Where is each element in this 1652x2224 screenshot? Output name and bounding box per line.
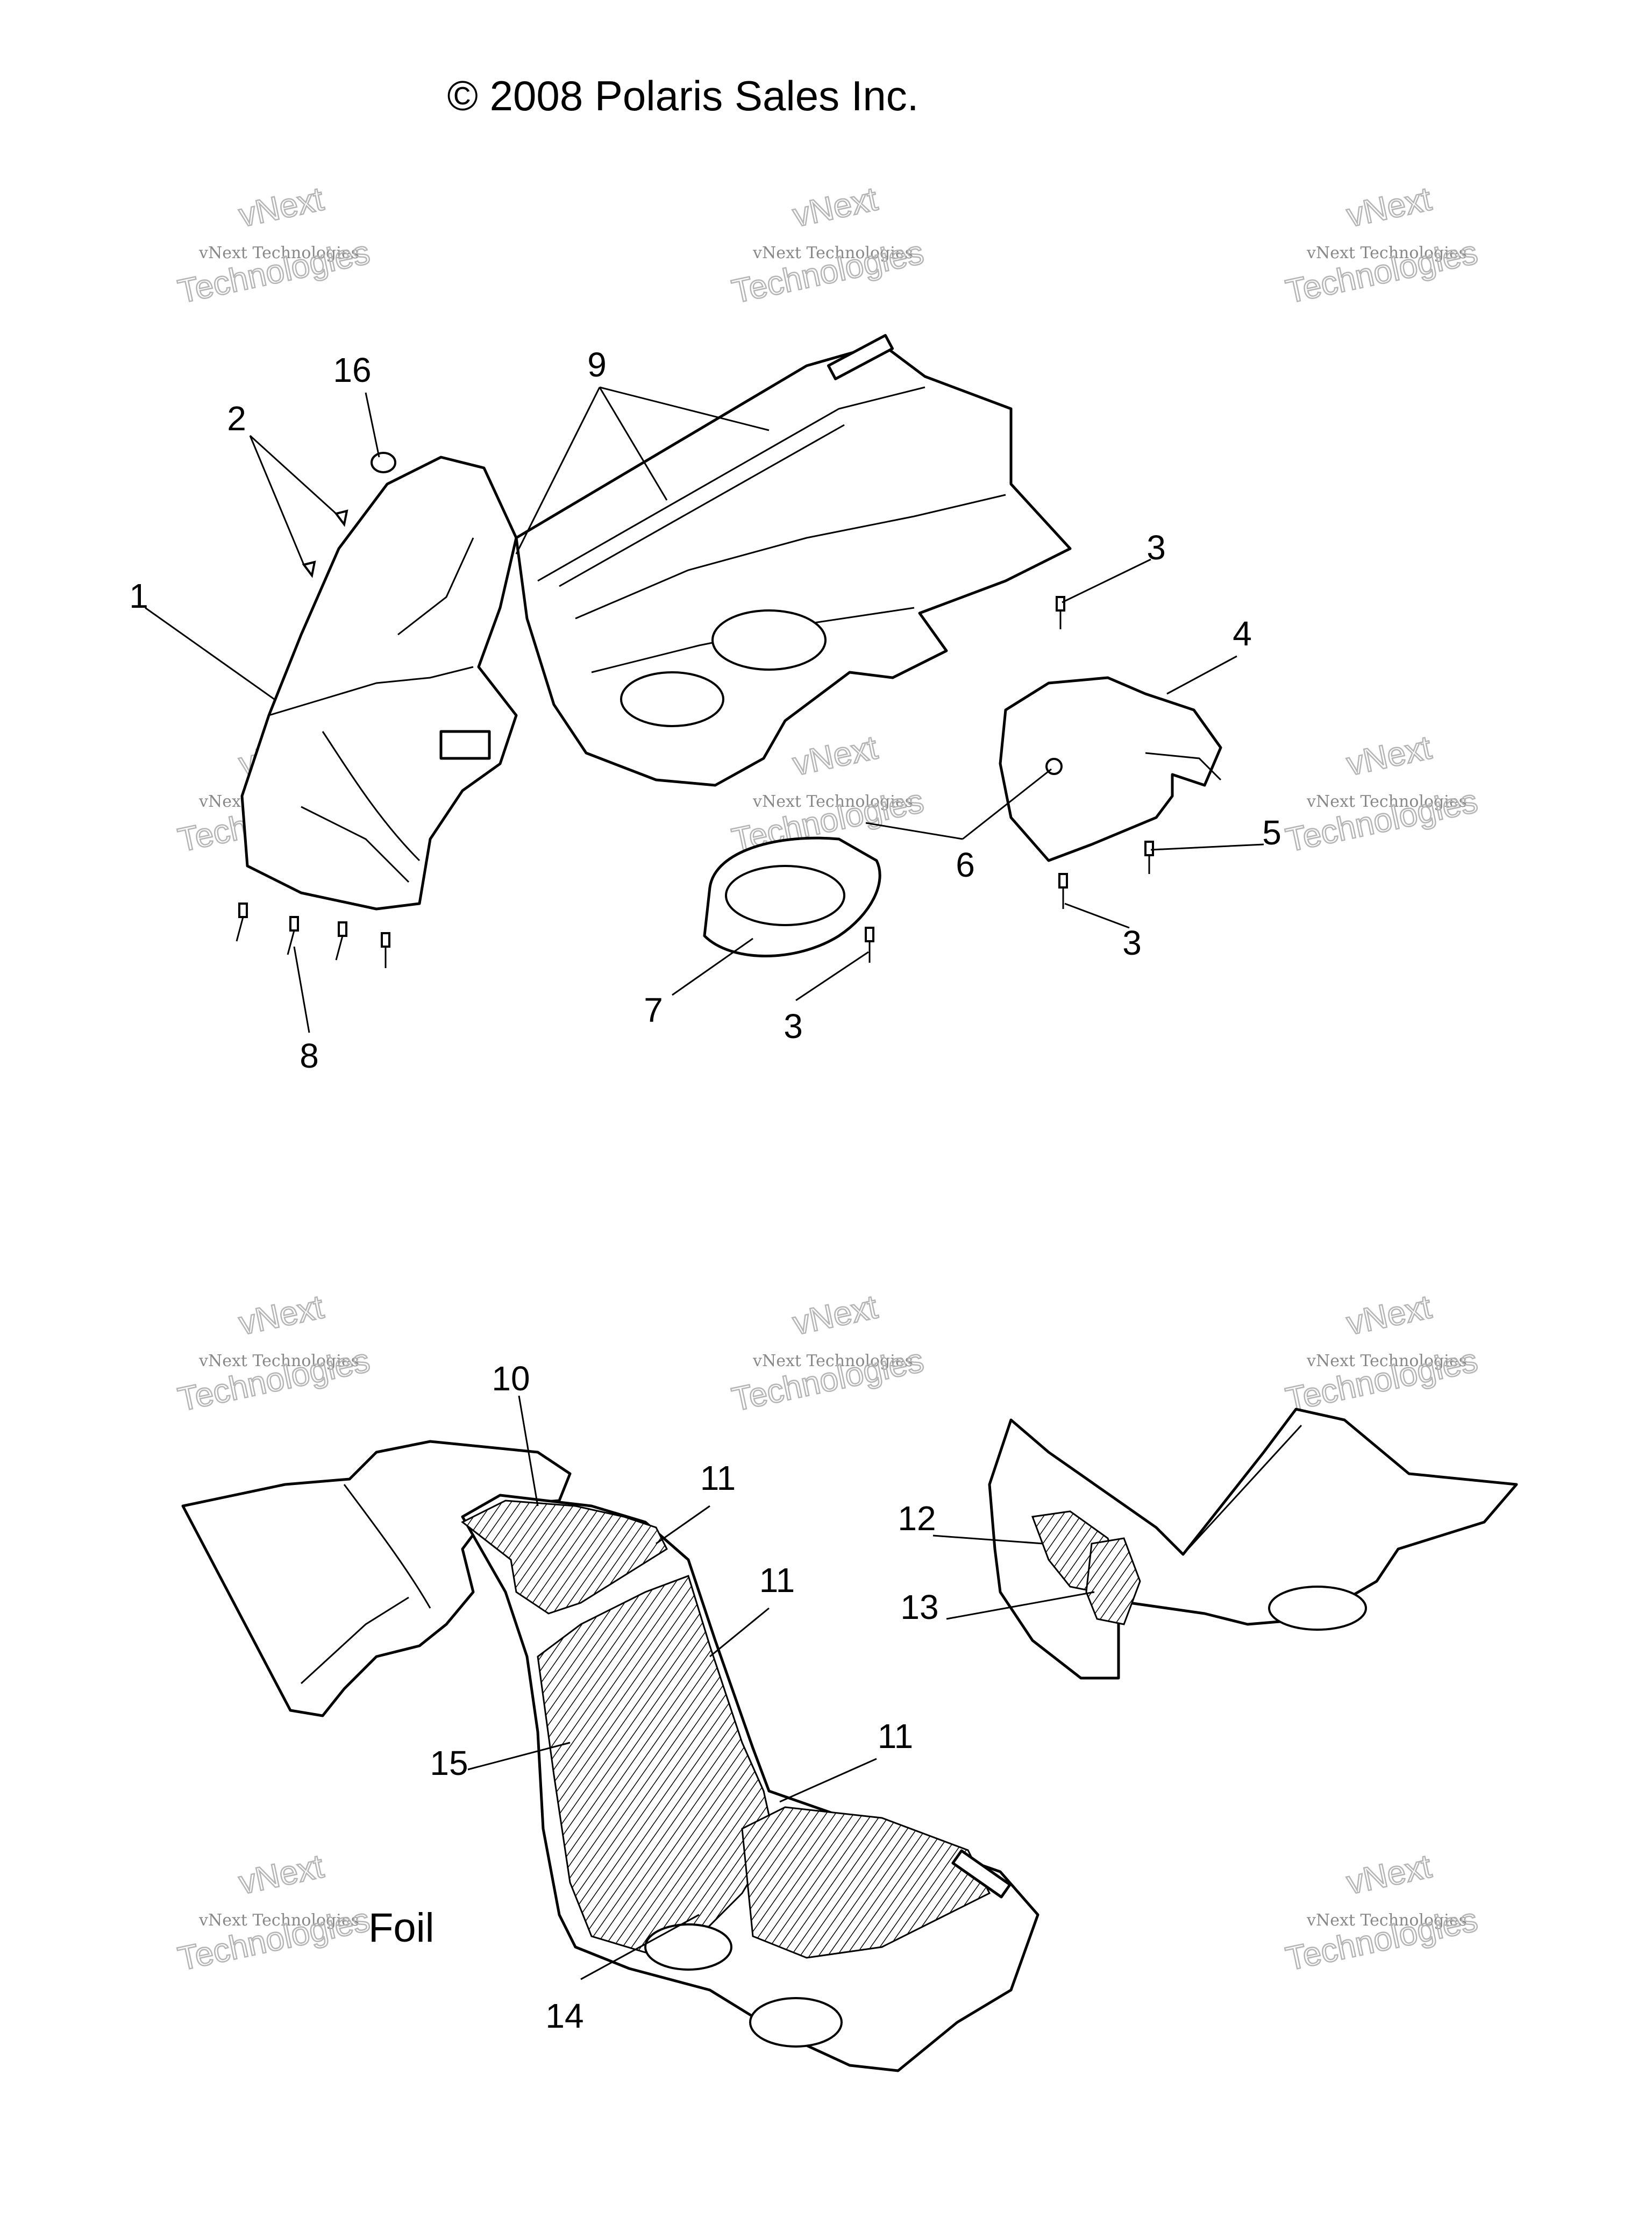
callout-13: 13 <box>900 1588 938 1626</box>
callout-8: 8 <box>300 1036 319 1075</box>
svg-text:vNext: vNext <box>1343 1288 1434 1342</box>
part-13-foil-insulation <box>1085 1537 1141 1625</box>
callout-12: 12 <box>898 1499 936 1538</box>
svg-text:vNext Technologies: vNext Technologies <box>1306 244 1467 262</box>
callout-11: 11 <box>878 1717 913 1756</box>
svg-text:vNext: vNext <box>236 1848 326 1901</box>
callout-14: 14 <box>545 1996 583 2035</box>
watermark: vNext vNext Technologies Technologies <box>174 1847 374 1979</box>
callout-11: 11 <box>759 1561 795 1600</box>
svg-text:vNext: vNext <box>1343 729 1434 783</box>
bottom-floor-panel <box>461 1494 1039 2072</box>
svg-text:vNext: vNext <box>789 180 880 234</box>
watermark: vNext vNext Technologies Technologies <box>174 1288 374 1419</box>
callout-4: 4 <box>1233 614 1252 653</box>
svg-text:vNext Technologies: vNext Technologies <box>1306 792 1467 811</box>
callout-1: 1 <box>129 577 148 615</box>
part-2-clip <box>302 560 316 578</box>
svg-text:vNext: vNext <box>1343 180 1434 234</box>
callout-15: 15 <box>430 1744 468 1782</box>
part-7-ring-plate <box>703 836 881 957</box>
callout-5: 5 <box>1262 813 1281 852</box>
part-3-push-rivet <box>865 927 874 963</box>
svg-text:vNext Technologies: vNext Technologies <box>198 1911 359 1930</box>
svg-text:vNext Technologies: vNext Technologies <box>752 244 913 262</box>
part-3-push-rivet <box>1056 596 1065 629</box>
callout-3: 3 <box>1147 528 1166 567</box>
watermark: vNext vNext Technologies Technologies <box>728 1288 928 1419</box>
part-9-floor-panel <box>515 333 1072 787</box>
part-5-push-rivet <box>1144 841 1154 874</box>
callout-7: 7 <box>644 991 663 1029</box>
watermark: vNext vNext Technologies Technologies <box>728 180 928 311</box>
svg-text:vNext Technologies: vNext Technologies <box>1306 1911 1467 1930</box>
callout-10: 10 <box>492 1359 530 1398</box>
part-2-clip <box>334 509 348 527</box>
svg-text:vNext Technologies: vNext Technologies <box>1306 1352 1467 1370</box>
watermark: vNext vNext Technologies Technologies <box>1282 180 1482 311</box>
part-3-push-rivet <box>1058 873 1068 909</box>
callout-16: 16 <box>333 351 371 389</box>
foil-label: Foil <box>368 1905 434 1951</box>
leader-lines-top <box>145 386 1264 1033</box>
svg-text:vNext Technologies: vNext Technologies <box>198 1352 359 1370</box>
part-16-grommet <box>371 452 396 473</box>
callout-2: 2 <box>227 399 246 438</box>
svg-text:vNext Technologies: vNext Technologies <box>752 792 913 811</box>
part-14-foil-insulation <box>741 1806 991 1959</box>
watermark: vNext vNext Technologies Technologies <box>1282 1847 1482 1979</box>
watermark: vNext vNext Technologies Technologies <box>1282 1288 1482 1419</box>
svg-text:vNext Technologies: vNext Technologies <box>752 1352 913 1370</box>
watermark: vNext vNext Technologies Technologies <box>1282 728 1482 860</box>
callout-6: 6 <box>956 845 975 884</box>
svg-text:vNext: vNext <box>789 1288 880 1342</box>
bottom-right-assembly <box>988 1408 1518 1680</box>
part-1-front-fender <box>240 456 518 911</box>
callout-3: 3 <box>1122 923 1142 962</box>
callout-3: 3 <box>784 1007 803 1046</box>
svg-text:vNext: vNext <box>236 1288 326 1342</box>
svg-text:vNext: vNext <box>1343 1848 1434 1901</box>
callout-11: 11 <box>700 1459 736 1497</box>
svg-text:vNext: vNext <box>236 180 326 234</box>
part-10-foil-insulation <box>461 1500 668 1615</box>
svg-text:vNext Technologies: vNext Technologies <box>198 244 359 262</box>
watermark: vNext vNext Technologies Technologies <box>174 180 374 311</box>
part-8-push-rivet <box>236 903 390 968</box>
copyright-text: © 2008 Polaris Sales Inc. <box>447 72 919 119</box>
svg-text:vNext: vNext <box>789 729 880 783</box>
leader-lines-bottom <box>467 1395 1095 1980</box>
part-4-cover-panel <box>999 676 1222 862</box>
callout-9: 9 <box>587 345 607 384</box>
